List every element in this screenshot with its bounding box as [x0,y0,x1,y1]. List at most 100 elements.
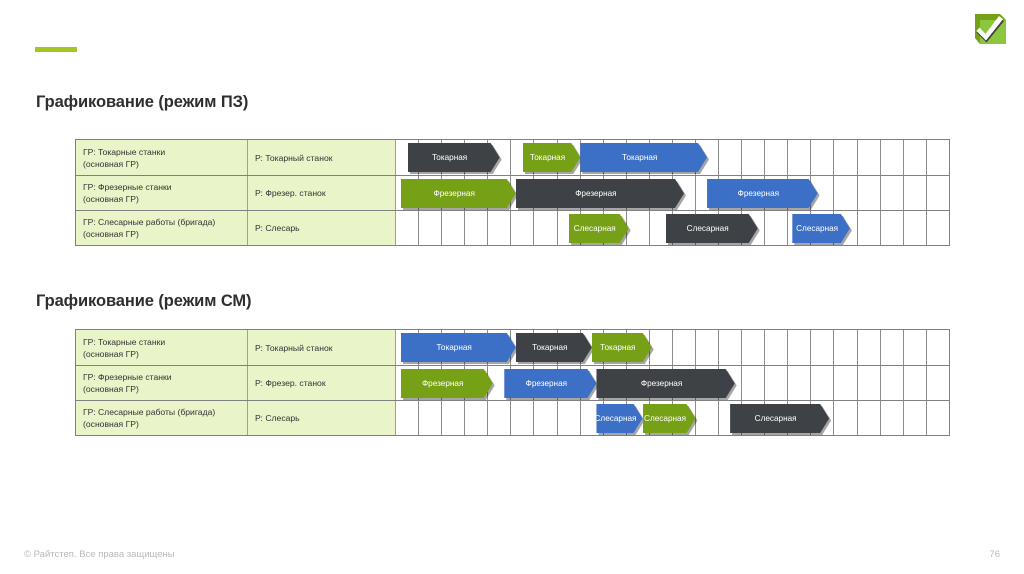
timeline-cell [904,330,927,365]
group-subtitle: (основная ГР) [83,229,139,239]
task-bar-label: Токарная [529,153,566,162]
timeline-cell [396,401,420,435]
task-bar[interactable]: Токарная [408,143,500,172]
timeline-cell [534,211,558,245]
resource-cell: Р: Токарный станок [248,140,396,175]
resource-name: Р: Слесарь [255,413,300,423]
timeline-cell [904,176,927,210]
task-bar-label: Фрезерная [640,379,683,388]
task-bar[interactable]: Фрезерная [401,369,493,398]
task-bar[interactable]: Фрезерная [504,369,596,398]
task-bar[interactable]: Токарная [516,333,592,362]
task-bar[interactable]: Слесарная [643,404,696,433]
timeline-cell [858,401,881,435]
timeline-cell [488,211,512,245]
task-bar[interactable]: Слесарная [730,404,829,433]
timeline-cell [927,176,949,210]
task-bar[interactable]: Слесарная [792,214,850,243]
timeline-cell [834,140,858,175]
timeline-cell [904,366,927,400]
timeline-cell [719,330,743,365]
timeline-cell [811,401,835,435]
timeline-cell [834,211,858,245]
group-name: ГР: Слесарные работы (бригада) [83,407,216,417]
timeline-cell [465,401,489,435]
task-bar-label: Токарная [532,343,568,352]
timeline-cell [788,366,812,400]
task-bar-label: Токарная [622,153,658,162]
task-bar[interactable]: Слесарная [666,214,758,243]
task-bar[interactable]: Токарная [592,333,652,362]
task-bar-label: Токарная [436,343,472,352]
group-cell: ГР: Слесарные работы (бригада)(основная … [76,401,248,435]
task-bar-label: Фрезерная [575,189,617,198]
timeline-track: Токарная Токарная Токарная [396,140,949,175]
group-name: ГР: Токарные станки [83,146,166,157]
copyright-text: © Райтстеп. Все права защищены [24,549,175,560]
task-bar[interactable]: Токарная [580,143,707,172]
task-bar[interactable]: Слесарная [596,404,642,433]
timeline-cell [881,366,904,400]
resource-name: Р: Токарный станок [255,342,333,353]
timeline-cell [673,401,697,435]
timeline-cell [858,366,881,400]
timeline-cell [396,211,420,245]
resource-name: Р: Фрезер. станок [255,188,326,198]
task-bar-label: Слесарная [573,224,616,233]
timeline-cell [811,330,835,365]
task-bar[interactable]: Токарная [401,333,516,362]
timeline-cell [881,330,904,365]
timeline-cell [765,140,789,175]
gantt-row: ГР: Слесарные работы (бригада)(основная … [76,400,949,435]
timeline-cell [488,401,512,435]
timeline-cell [719,366,743,400]
task-bar[interactable]: Фрезерная [401,179,516,208]
task-bar[interactable]: Токарная [523,143,581,172]
gantt-chart-sm: ГР: Токарные станки (основная ГР) Р: Токар… [75,329,950,436]
task-bar-label: Фрезерная [737,189,780,198]
timeline-cell [442,211,466,245]
timeline-cell [788,330,812,365]
task-bar-label: Фрезерная [433,189,475,198]
timeline-cell [834,330,858,365]
resource-cell: Р: Слесарь [248,401,396,435]
task-bar-label: Токарная [431,153,468,162]
timeline-cell [858,176,881,210]
timeline-track: Фрезерная Фрезерная Фрезерная [396,176,949,210]
timeline-cell [465,211,489,245]
timeline-cell [881,401,904,435]
group-cell: ГР: Фрезерные станки(основная ГР) [76,366,248,400]
task-bar[interactable]: Фрезерная [596,369,734,398]
task-bar-label: Фрезерная [525,379,568,388]
timeline-cell [558,401,581,435]
timeline-cell [788,140,812,175]
timeline-cell [858,330,881,365]
section-title-pz: Графикование (режим ПЗ) [36,93,249,111]
gantt-row: ГР: Токарные станки(основная ГР)Р: Токар… [76,330,949,365]
resource-name: Р: Фрезер. станок [255,378,326,388]
group-name: ГР: Токарные станки [83,336,166,347]
task-bar[interactable]: Слесарная [569,214,629,243]
gantt-row: ГР: Токарные станки(основная ГР)Р: Токар… [76,140,949,175]
timeline-cell [419,401,443,435]
timeline-cell [488,140,512,175]
timeline-cell [442,401,466,435]
timeline-cell [511,211,535,245]
resource-cell: Р: Слесарь [248,211,396,245]
group-cell: ГР: Фрезерные станки(основная ГР) [76,176,248,210]
timeline-cell [742,366,766,400]
task-bar[interactable]: Фрезерная [516,179,684,208]
timeline-cell [673,330,697,365]
group-name: ГР: Фрезерные станки [83,182,172,192]
timeline-cell [650,330,673,365]
timeline-cell [811,140,835,175]
timeline-cell [765,366,789,400]
timeline-cell [834,366,858,400]
timeline-cell [696,330,720,365]
timeline-cell [834,401,858,435]
group-subtitle: (основная ГР) [83,384,139,394]
timeline-cell [742,140,766,175]
task-bar-label: Фрезерная [421,379,464,388]
task-bar[interactable]: Фрезерная [707,179,818,208]
resource-name: Р: Токарный станок [255,152,333,163]
